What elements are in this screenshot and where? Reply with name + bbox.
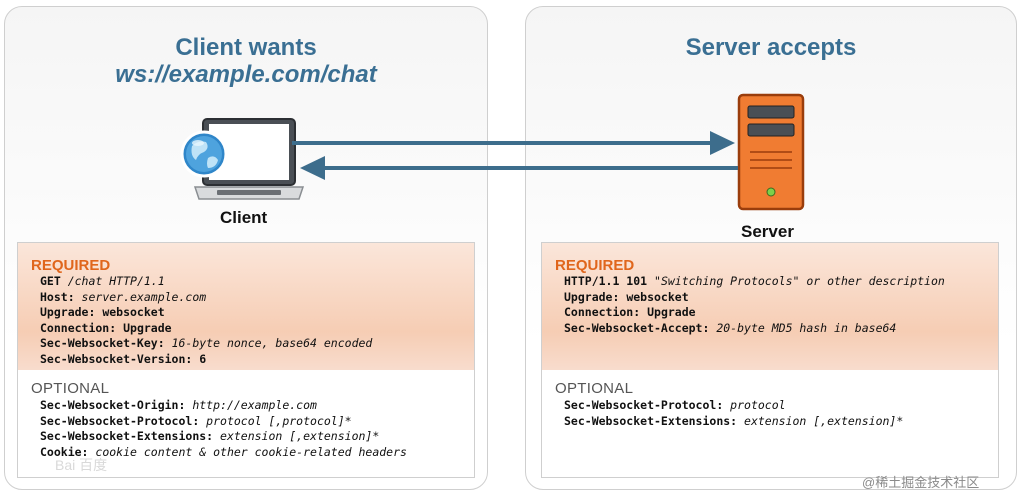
- client-optional-line: Cookie: cookie content & other cookie-re…: [40, 445, 407, 459]
- client-device-label: Client: [220, 208, 268, 227]
- client-optional-line-key: Sec-Websocket-Extensions:: [40, 429, 221, 444]
- client-optional-line-value: cookie content & other cookie-related he…: [95, 444, 407, 459]
- request-response-arrows: [292, 131, 738, 180]
- server-required-line-value: websocket: [626, 289, 689, 304]
- client-optional-line: Sec-Websocket-Origin: http://example.com: [40, 398, 317, 412]
- server-required-line: Upgrade: websocket: [564, 290, 689, 304]
- client-panel: Client wants ws://example.com/chat Clien…: [4, 6, 488, 490]
- server-optional-line: Sec-Websocket-Extensions: extension [,ex…: [564, 414, 903, 428]
- server-required-line-key: HTTP/1.1 101: [564, 274, 655, 288]
- client-required-line: Connection: Upgrade: [40, 321, 172, 335]
- client-required-line-value: server.example.com: [81, 289, 207, 304]
- server-title: Server accepts: [685, 34, 857, 61]
- globe-icon: [180, 130, 228, 178]
- client-optional-line: Sec-Websocket-Extensions: extension [,ex…: [40, 429, 379, 443]
- server-optional-line-value: protocol: [730, 398, 786, 412]
- server-required-line: Connection: Upgrade: [564, 305, 696, 319]
- client-optional-line-key: Sec-Websocket-Origin:: [40, 398, 193, 412]
- client-required-line-key: Upgrade:: [40, 305, 103, 320]
- client-required-line-value: 16-byte nonce, base64 encoded: [171, 336, 373, 351]
- client-required-line-value: 6: [199, 352, 207, 366]
- server-required-line: HTTP/1.1 101 "Switching Protocols" or ot…: [564, 274, 945, 288]
- server-icon: [737, 93, 805, 211]
- server-required-line-value: Upgrade: [647, 305, 696, 320]
- server-panel: Server accepts Server REQUIRED HTTP/1.1 …: [525, 6, 1017, 490]
- client-optional-line-key: Cookie:: [40, 444, 96, 459]
- server-required-line-key: Sec-Websocket-Accept:: [564, 320, 717, 335]
- client-required-line: Sec-Websocket-Version: 6: [40, 352, 206, 366]
- client-optional-heading: OPTIONAL: [31, 380, 110, 397]
- server-required-line-key: Connection:: [564, 305, 648, 320]
- client-required-line: Upgrade: websocket: [40, 305, 165, 319]
- client-optional-line-value: http://example.com: [192, 398, 317, 412]
- server-required-line-value: 20-byte MD5 hash in base64: [716, 320, 897, 335]
- server-header-box: REQUIRED HTTP/1.1 101 "Switching Protoco…: [541, 242, 999, 478]
- server-required-line-key: Upgrade:: [564, 289, 627, 304]
- server-optional-line-key: Sec-Websocket-Extensions:: [564, 413, 745, 428]
- client-required-line: Host: server.example.com: [40, 290, 206, 304]
- server-optional-line-value: extension [,extension]*: [744, 413, 904, 428]
- server-required-line-value: "Switching Protocols" or other descripti…: [654, 274, 945, 288]
- response-arrow: [300, 156, 738, 180]
- client-optional-line-key: Sec-Websocket-Protocol:: [40, 413, 207, 428]
- client-required-line: GET /chat HTTP/1.1: [40, 274, 165, 288]
- request-arrow: [292, 131, 735, 155]
- server-optional-line-key: Sec-Websocket-Protocol:: [564, 398, 731, 412]
- client-required-line-value: websocket: [102, 305, 165, 320]
- client-url: ws://example.com/chat: [115, 61, 377, 88]
- client-required-line-key: Connection:: [40, 320, 124, 335]
- client-required-line-key: Sec-Websocket-Version:: [40, 352, 200, 366]
- watermark-right: @稀土掘金技术社区: [862, 475, 980, 490]
- client-optional-line-value: extension [,extension]*: [220, 429, 380, 444]
- client-required-heading: REQUIRED: [31, 257, 111, 274]
- client-optional-line: Sec-Websocket-Protocol: protocol [,proto…: [40, 414, 352, 428]
- watermark-left: Bai 百度: [55, 457, 108, 473]
- client-required-line-value: /chat HTTP/1.1: [67, 274, 165, 288]
- server-optional-line: Sec-Websocket-Protocol: protocol: [564, 398, 786, 412]
- server-required-heading: REQUIRED: [555, 257, 635, 274]
- client-required-line-key: GET: [40, 274, 68, 288]
- server-required-line: Sec-Websocket-Accept: 20-byte MD5 hash i…: [564, 321, 896, 335]
- laptop-icon: [193, 118, 305, 200]
- client-required-line: Sec-Websocket-Key: 16-byte nonce, base64…: [40, 336, 372, 350]
- client-title: Client wants: [175, 34, 317, 61]
- client-required-line-value: Upgrade: [123, 320, 172, 335]
- client-required-line-key: Host:: [40, 289, 82, 304]
- client-required-line-key: Sec-Websocket-Key:: [40, 336, 172, 351]
- client-optional-line-value: protocol [,protocol]*: [206, 413, 352, 428]
- server-device-label: Server: [741, 222, 794, 241]
- server-optional-heading: OPTIONAL: [555, 380, 634, 397]
